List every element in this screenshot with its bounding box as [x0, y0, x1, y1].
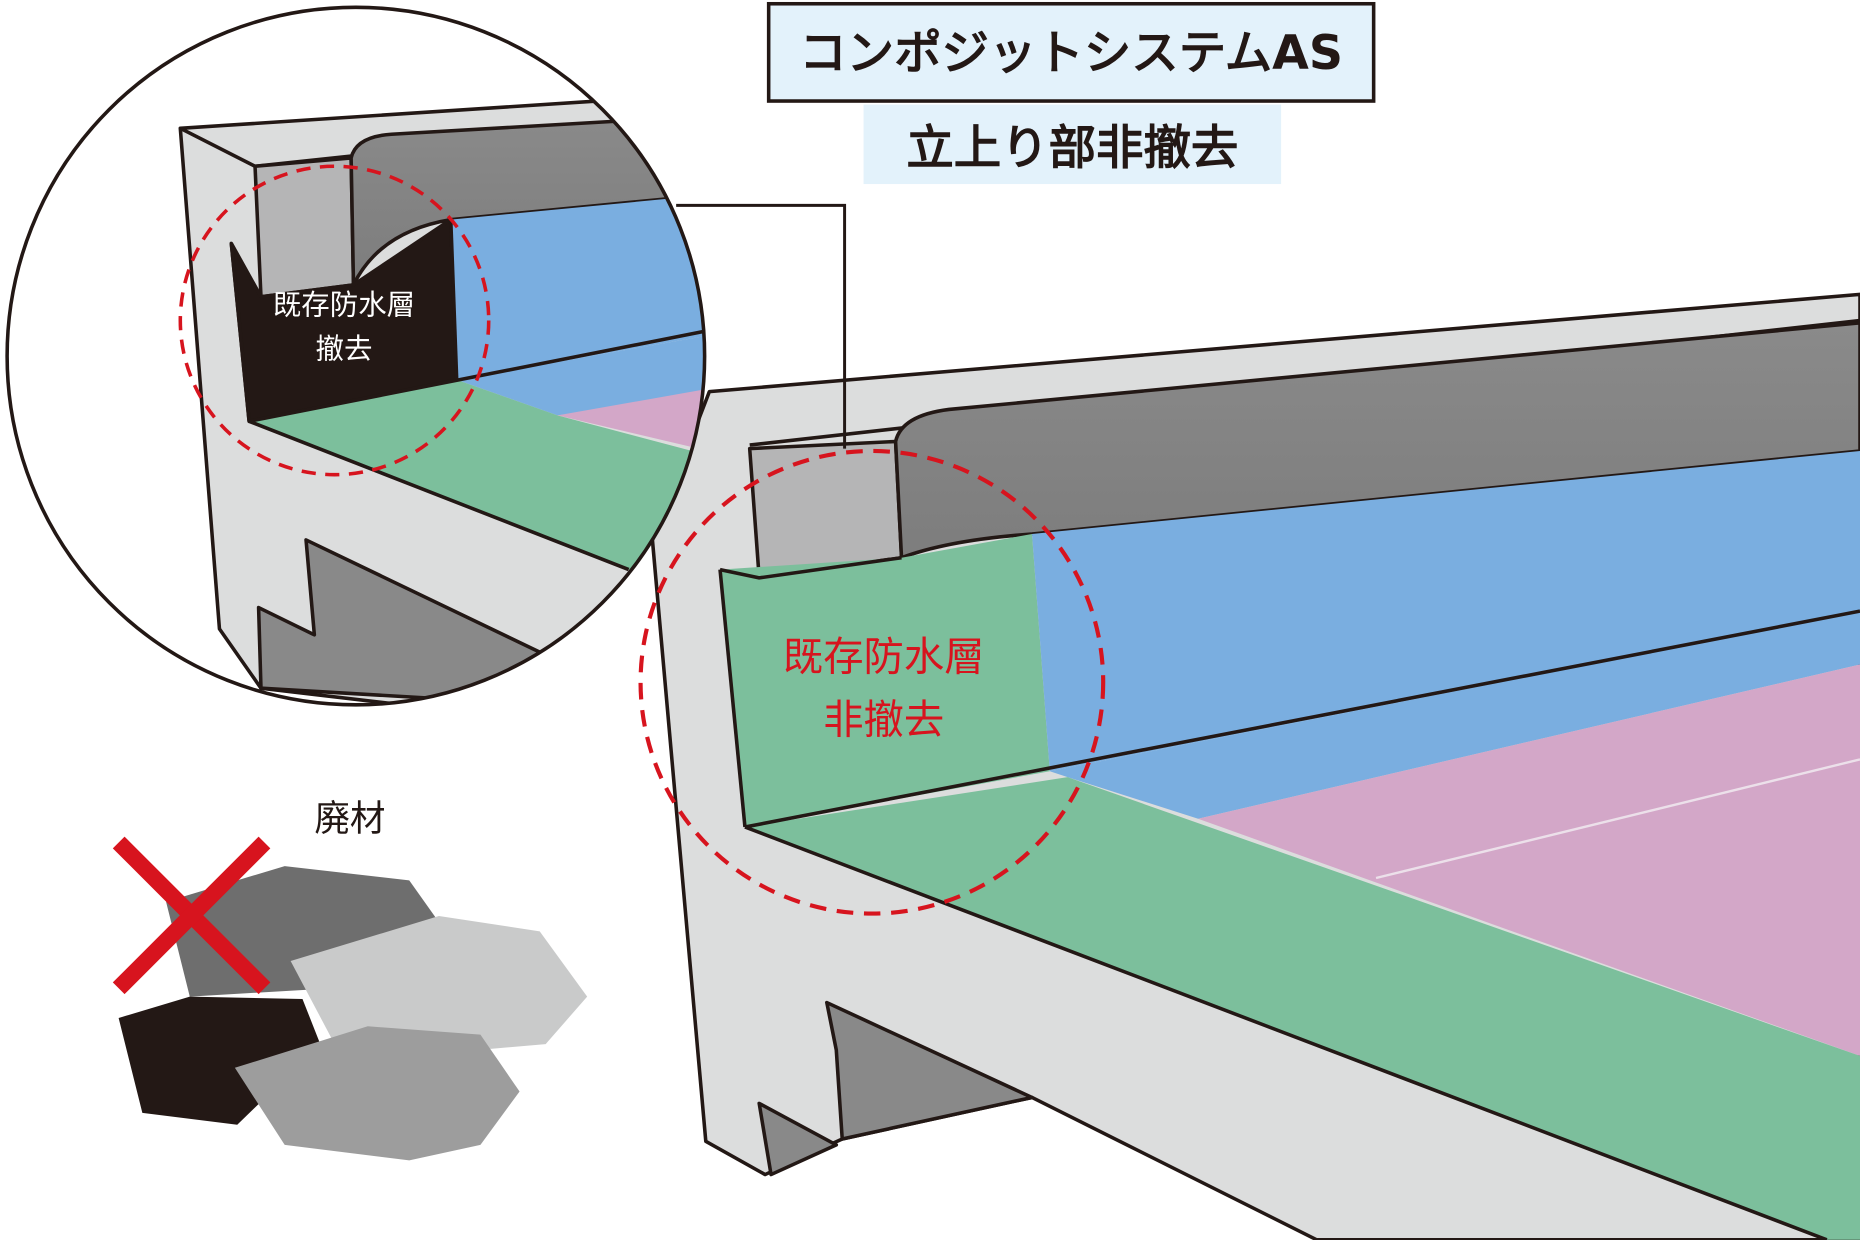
blue-layer-floor	[1049, 611, 1860, 819]
waste-material-pile	[112, 836, 588, 1161]
beam-underside-lower	[757, 1101, 839, 1177]
title-sub: 立上り部非撤去	[906, 121, 1238, 176]
inset-border	[5, 5, 707, 707]
inset-label-line2: 撤去	[316, 332, 373, 365]
main-roof-section	[638, 292, 1860, 1240]
wall-floor-edge	[744, 609, 1860, 829]
connector-line	[676, 203, 847, 449]
protective-band	[893, 321, 1860, 560]
main-label-line1: 既存防水層	[783, 633, 985, 680]
highlight-circle-inset	[178, 164, 491, 477]
beam-underside	[825, 1000, 1034, 1141]
inset-label-line1: 既存防水層	[273, 289, 415, 322]
waste-label: 廃材	[314, 799, 385, 840]
highlight-circle-main	[638, 448, 1106, 916]
green-floor-layer	[744, 777, 1860, 1240]
title-box	[766, 1, 1376, 103]
title-main: コンポジットシステムAS	[799, 26, 1343, 81]
floor-joint-line	[1375, 758, 1860, 880]
pink-floor-layer	[1198, 664, 1860, 1056]
existing-waterproof-layer-wall	[720, 533, 1050, 827]
parapet-block	[747, 439, 904, 580]
main-label-line2: 非撤去	[823, 696, 944, 743]
blue-layer-wall	[1032, 450, 1860, 772]
subtitle-box	[863, 104, 1282, 185]
floor-front-edge	[744, 825, 1828, 1240]
prohibited-x-icon	[112, 836, 271, 995]
